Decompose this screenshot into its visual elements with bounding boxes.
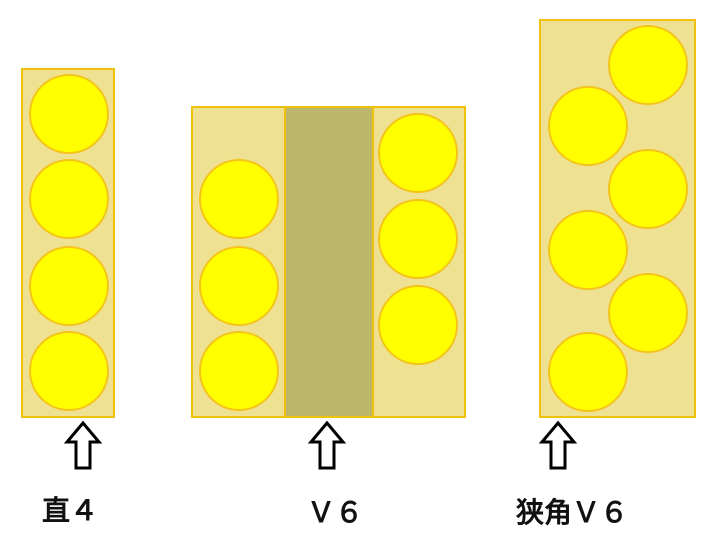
inline4-cylinder-1 (29, 74, 109, 154)
narrow-v6-engine (539, 19, 696, 418)
v6-label: Ｖ６ (307, 496, 364, 529)
narrow-v6-cylinder-3 (608, 149, 688, 229)
v6-cylinder-l2 (199, 246, 279, 326)
narrow-v6-cylinder-1 (608, 25, 688, 105)
up-arrow-icon (63, 420, 103, 470)
narrow-v6-cylinder-2 (548, 86, 628, 166)
inline4-label: 直４ (42, 494, 99, 527)
inline4-cylinder-3 (29, 246, 109, 326)
v6-cylinder-l3 (199, 331, 279, 411)
v6-cylinder-r2 (378, 199, 458, 279)
v6-cylinder-r1 (378, 113, 458, 193)
narrow-v6-label: 狭角Ｖ６ (516, 496, 629, 529)
v6-cylinder-r3 (378, 285, 458, 365)
narrow-v6-cylinder-5 (608, 273, 688, 353)
inline4-engine (21, 68, 115, 418)
up-arrow-icon (538, 420, 578, 470)
v6-cylinder-l1 (199, 159, 279, 239)
v6-crankcase (284, 106, 374, 418)
v6-engine (191, 106, 466, 418)
narrow-v6-cylinder-4 (548, 210, 628, 290)
narrow-v6-cylinder-6 (548, 332, 628, 412)
inline4-cylinder-2 (29, 159, 109, 239)
up-arrow-icon (307, 420, 347, 470)
inline4-cylinder-4 (29, 331, 109, 411)
